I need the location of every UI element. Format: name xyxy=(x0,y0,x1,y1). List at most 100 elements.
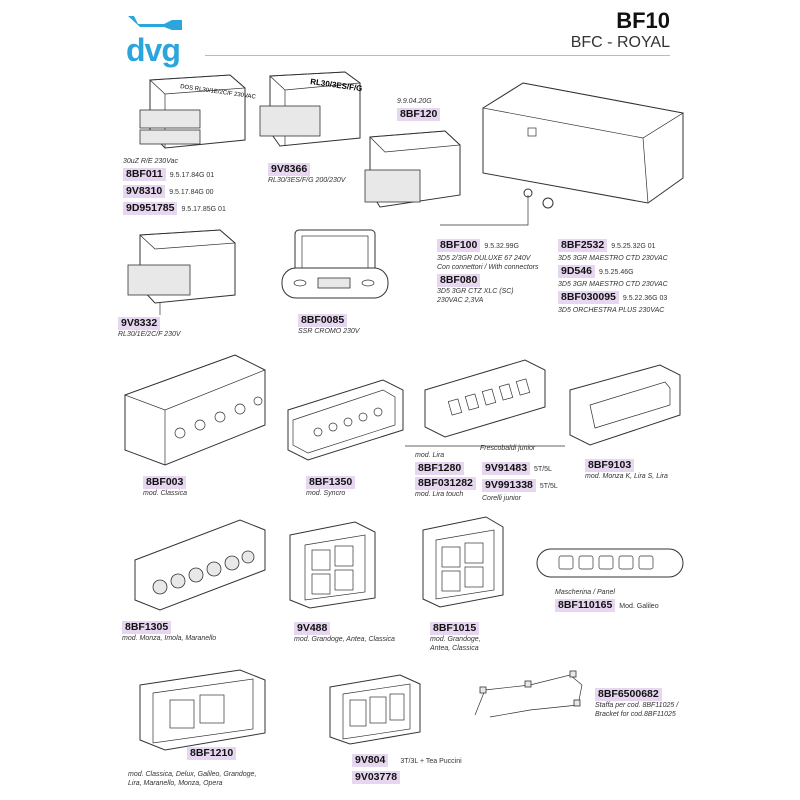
part-note: 30uZ R/E 230Vac xyxy=(123,158,178,165)
part-ref: 9.5.17.84G 00 xyxy=(169,189,214,196)
part-note: SSR CROMO 230V xyxy=(298,328,360,335)
keypad-classica-2-illustration xyxy=(139,669,266,751)
keypad-5-illustration xyxy=(123,354,266,466)
part-ref: 9.5.25.46G xyxy=(598,269,634,276)
keypad-monza-illustration xyxy=(134,519,266,611)
group-line xyxy=(405,445,565,447)
part-note: 230VAC 2,3VA xyxy=(437,297,484,304)
group-heading: Frescobaldi junior xyxy=(480,445,536,452)
part-block-3: 9.9.04.20G 8BF120 xyxy=(397,97,441,121)
keypad-grandoge-illustration xyxy=(289,521,376,609)
part-note: 3D5 3GR MAESTRO CTD 230VAC xyxy=(558,255,668,262)
display-panel-illustration xyxy=(281,229,389,299)
part-block-13: 8BF1015 mod. Grandoge, Antea, Classica xyxy=(430,620,481,653)
part-code: 8BF1305 xyxy=(122,621,172,634)
part-code: 9V804 xyxy=(352,754,389,767)
part-note: mod. Lira xyxy=(415,452,445,459)
part-block-16-notes: mod. Classica, Delux, Galileo, Grandoge,… xyxy=(128,770,256,788)
part-note: Antea, Classica xyxy=(430,645,479,652)
part-note: Staffa per cod. 8BF11025 / xyxy=(595,702,679,709)
keypad-antea-illustration xyxy=(422,516,504,608)
part-code: 9V991338 xyxy=(482,479,536,492)
part-block-5: 8BF0085 SSR CROMO 230V xyxy=(298,312,359,336)
part-note: RL30/1E/2C/F 230V xyxy=(118,331,181,338)
part-code: 8BF0085 xyxy=(298,314,348,327)
part-code: 8BF110165 xyxy=(555,599,616,612)
part-code: 8BF100 xyxy=(437,239,481,252)
part-note: Con connettori / With connectors xyxy=(437,264,539,271)
logo-spout-icon xyxy=(128,16,182,30)
part-code: 9V488 xyxy=(294,622,331,635)
relay-board-illustration-3 xyxy=(364,130,461,208)
part-ref: 9.5.17.84G 01 xyxy=(169,172,215,179)
part-note: mod. Grandoge, xyxy=(430,636,481,643)
control-box-illustration xyxy=(482,82,684,209)
part-block-4: 9V8332 RL30/1E/2C/F 230V xyxy=(118,315,181,339)
relay-board-illustration-2: RL30/3ES/F/G xyxy=(259,71,363,147)
part-code: 8BF1280 xyxy=(415,462,465,475)
header-divider xyxy=(205,55,670,56)
keypad-lira-illustration xyxy=(424,359,546,438)
part-note: mod. Classica, Delux, Galileo, Grandoge, xyxy=(128,771,257,778)
part-code: 9V8366 xyxy=(268,163,311,176)
part-code: 8BF6500682 xyxy=(595,688,662,701)
relay-board-illustration-4 xyxy=(127,229,236,315)
part-note: 3D5 ORCHESTRA PLUS 230VAC xyxy=(558,307,665,314)
part-block-8: 8BF1350 mod. Syncro xyxy=(306,474,356,498)
part-ref: 9.5.22.36G 03 xyxy=(622,295,668,302)
part-ref: 9.5.32.99G xyxy=(484,243,519,250)
keypad-syncro-illustration xyxy=(287,379,404,461)
part-code: 9V8332 xyxy=(118,317,161,330)
brand-name: dvg xyxy=(126,32,181,68)
part-code: 8BF1350 xyxy=(306,476,356,489)
part-code: 8BF9103 xyxy=(585,459,635,472)
leader-line xyxy=(440,195,529,226)
part-block-9: mod. Lira 8BF1280 8BF031282 mod. Lira to… xyxy=(415,451,476,499)
part-note: Lira, Maranello, Monza, Opera xyxy=(128,780,223,787)
part-block-15: 8BF6500682 Staffa per cod. 8BF11025 / Br… xyxy=(595,686,678,719)
part-note: 3D5 3GR MAESTRO CTD 230VAC xyxy=(558,281,668,288)
part-code: 8BF011 xyxy=(123,168,166,181)
part-code: 8BF080 xyxy=(437,274,481,287)
part-note: Corelli junior xyxy=(482,495,521,502)
page-title: BF10 xyxy=(616,8,670,33)
part-note: mod. Syncro xyxy=(306,490,346,497)
part-note: 3D5 2/3GR DULUXE 67 240V xyxy=(437,255,531,262)
part-note: RL30/3ES/F/G 200/230V xyxy=(268,177,346,184)
part-ref: 9.9.04.20G xyxy=(397,98,432,105)
relay-board-illustration-1: DOS RL30/1E/2C/F 230VAC xyxy=(139,74,257,149)
part-block-16: 8BF1210 xyxy=(187,745,237,760)
brand-logo: dvg xyxy=(120,10,200,70)
bracket-illustration xyxy=(474,670,583,718)
part-ref: 5T/5L xyxy=(534,466,552,473)
part-note: Mod. Galileo xyxy=(619,603,659,610)
part-code: 9D546 xyxy=(558,265,595,278)
part-note: mod. Monza K, Lira S, Lira xyxy=(585,473,668,480)
part-code: 9V03778 xyxy=(352,771,401,784)
part-note: mod. Classica xyxy=(143,490,187,497)
part-ref: 5T/5L xyxy=(539,483,558,490)
part-note: mod. Lira touch xyxy=(415,491,464,498)
part-block-11: 8BF1305 mod. Monza, Imola, Maranello xyxy=(122,619,216,643)
part-note: mod. Monza, Imola, Maranello xyxy=(122,635,217,642)
part-code: 8BF003 xyxy=(143,476,187,489)
part-code: 8BF120 xyxy=(397,108,441,121)
part-code: 9D951785 xyxy=(123,202,178,215)
part-code: 8BF030095 xyxy=(558,291,619,304)
part-block-2: 9V8366 RL30/3ES/F/G 200/230V xyxy=(268,161,345,185)
part-code: 8BF2532 xyxy=(558,239,608,252)
part-block-17: 9V804 3T/3L + Tea Puccini 9V03778 xyxy=(352,752,462,784)
part-group-head: Frescobaldi junior xyxy=(480,444,535,453)
part-block-10: 8BF9103 mod. Monza K, Lira S, Lira xyxy=(585,457,668,481)
keypad-puccini-illustration xyxy=(329,674,421,745)
part-note: 3T/3L + Tea Puccini xyxy=(400,758,462,765)
part-ref: 9.5.17.85G 01 xyxy=(181,206,226,213)
part-ref: 9.5.25.32G 01 xyxy=(611,243,656,250)
part-code: 8BF1210 xyxy=(187,747,237,760)
part-code: 8BF1015 xyxy=(430,622,480,635)
